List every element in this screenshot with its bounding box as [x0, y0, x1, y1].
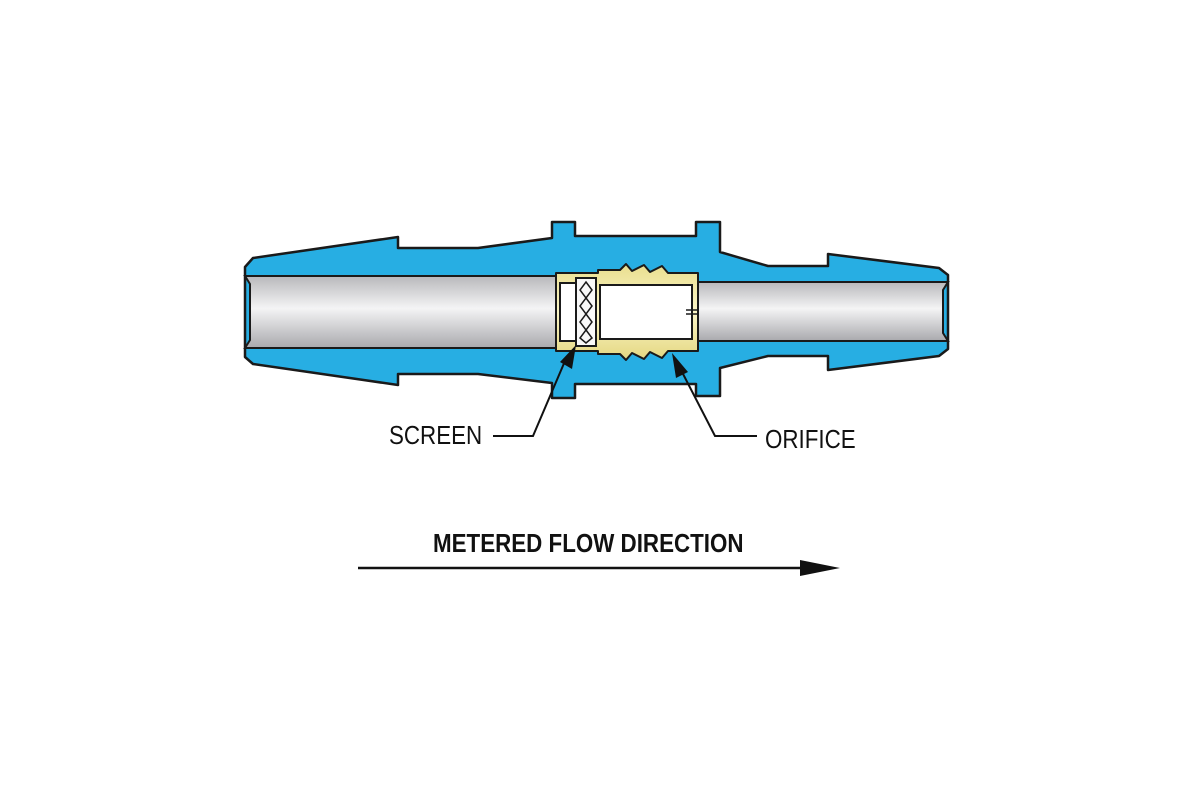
orifice-bore [599, 284, 693, 340]
flow-direction-label: METERED FLOW DIRECTION [433, 528, 744, 558]
screen-leader-arrowhead [560, 345, 576, 369]
flow-direction-arrowhead [800, 560, 840, 576]
screen-leader-line [493, 360, 566, 437]
left-bore [243, 275, 561, 349]
screen-label: SCREEN [389, 420, 483, 450]
screen-ring [559, 282, 577, 342]
orifice-leader-line [680, 369, 757, 437]
screen-mesh [578, 280, 594, 344]
orifice-leader-arrowhead [672, 353, 688, 378]
right-bore [697, 281, 950, 342]
screen-element [575, 277, 597, 347]
orifice-label: ORIFICE [765, 424, 856, 454]
